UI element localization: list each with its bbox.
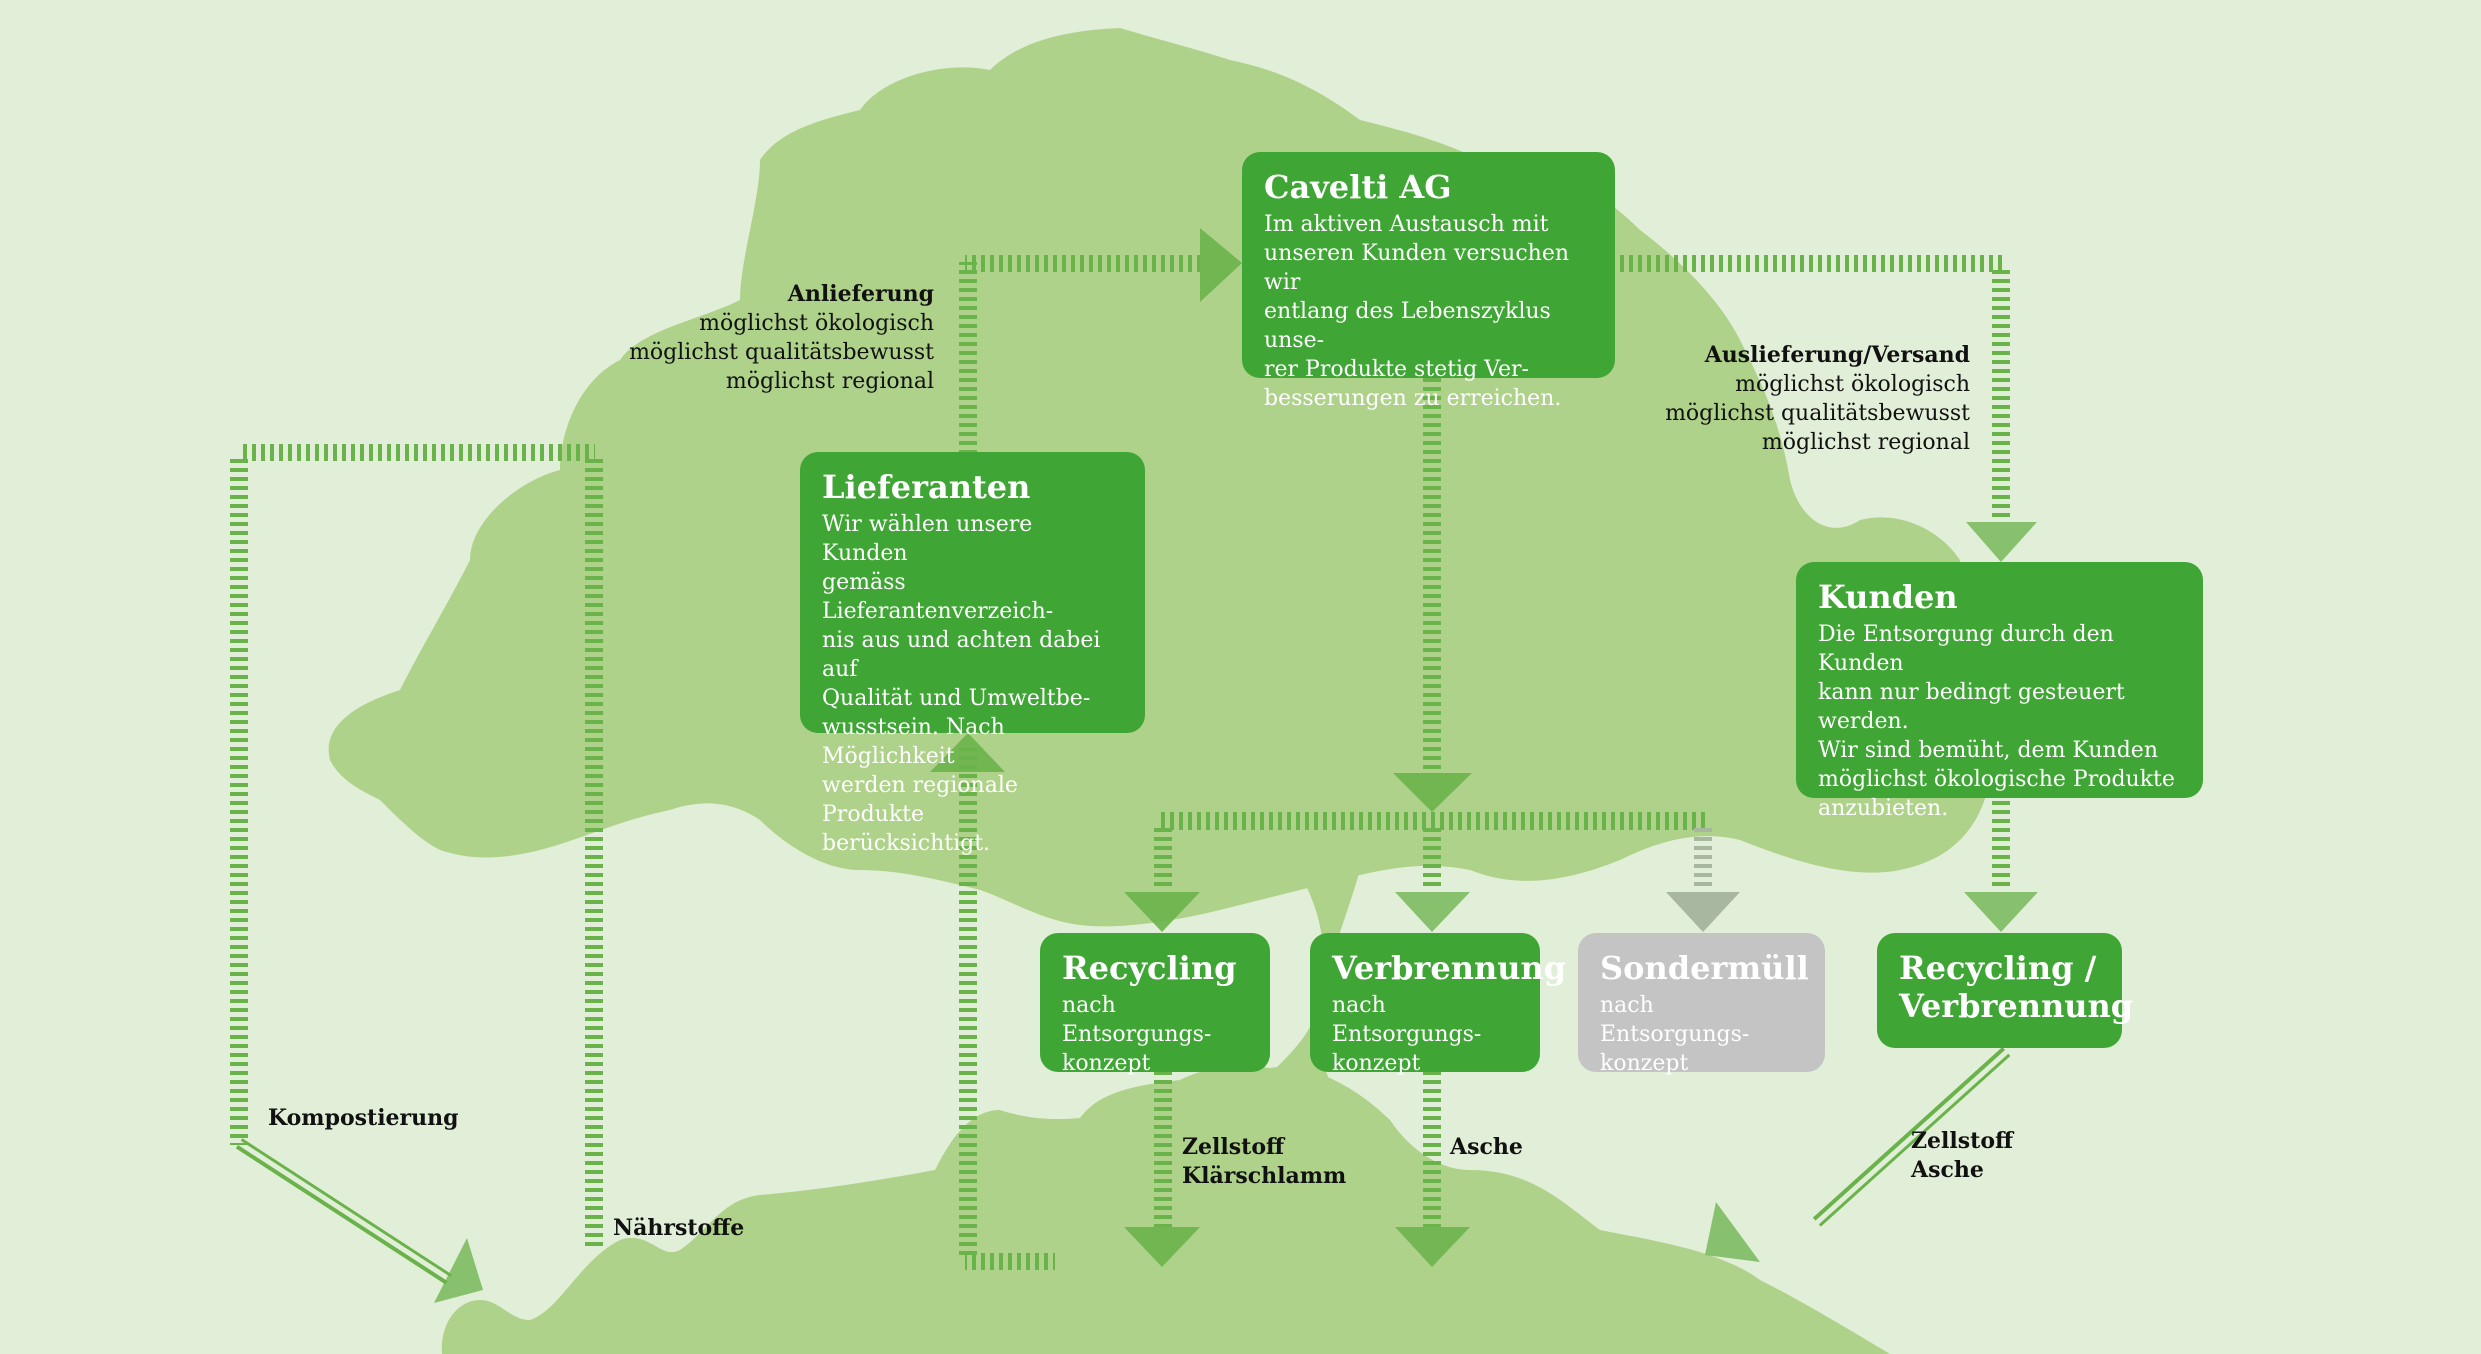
label-anlieferung: Anlieferung möglichst ökologisch möglich…	[629, 281, 934, 394]
box-verbrennung-text: nach Entsorgungs- konzept	[1332, 993, 1482, 1076]
box-recycling: Recycling nach Entsorgungs- konzept	[1040, 933, 1270, 1076]
arrow-down-verbrennung-icon	[1395, 892, 1470, 932]
flow-naehrstoffe-up-line	[959, 748, 977, 1260]
flow-kunden-down	[1992, 798, 2010, 890]
box-lieferanten-title: Lieferanten	[822, 468, 1031, 506]
box-cavelti-title: Cavelti AG	[1264, 168, 1452, 206]
box-lieferanten-text: Wir wählen unsere Kunden gemäss Lieferan…	[822, 512, 1101, 856]
label-kompostierung: Kompostierung	[268, 1105, 459, 1131]
label-verbrennung-output: Asche	[1450, 1134, 1523, 1160]
flow-naehrstoffe-right	[585, 455, 603, 1250]
arrow-diagonal-kunden-ground-icon	[1705, 1202, 1760, 1262]
label-anlieferung-heading: Anlieferung	[787, 281, 934, 307]
label-kunden-output: Zellstoff Asche	[1911, 1128, 2014, 1183]
arrow-up-to-lieferanten-icon	[930, 733, 1005, 772]
arrow-down-sondermuell-icon	[1666, 892, 1740, 932]
label-auslieferung-heading: Auslieferung/Versand	[1704, 342, 1970, 368]
flow-kompost-top	[240, 444, 595, 461]
box-verbrennung-title: Verbrennung	[1332, 949, 1567, 987]
flow-to-sondermuell	[1694, 828, 1712, 890]
flow-branch-horizontal	[1160, 812, 1705, 830]
box-recycling-text: nach Entsorgungs- konzept	[1062, 993, 1212, 1076]
flow-auslieferung-vertical	[1992, 266, 2010, 520]
flow-recycling-to-ground	[1154, 1072, 1172, 1227]
flow-kompost-diagonal	[233, 1138, 453, 1288]
box-cavelti: Cavelti AG Im aktiven Austausch mit unse…	[1242, 152, 1615, 411]
arrow-down-recycling-icon	[1124, 892, 1200, 932]
box-recycling-verbrennung-title: Recycling / Verbrennung	[1899, 949, 2134, 1025]
box-recycling-verbrennung: Recycling / Verbrennung	[1877, 933, 2134, 1048]
box-sondermuell-title: Sondermüll	[1600, 949, 1809, 987]
box-kunden-title: Kunden	[1818, 578, 1958, 616]
arrow-down-to-kunden-icon	[1966, 522, 2037, 562]
label-auslieferung: Auslieferung/Versand möglichst ökologisc…	[1665, 342, 1970, 455]
box-sondermuell-text: nach Entsorgungs- konzept	[1600, 993, 1750, 1076]
arrow-diagonal-kompost-icon	[434, 1238, 483, 1303]
label-recycling-output: Zellstoff Klärschlamm	[1182, 1134, 1347, 1189]
flow-verbrennung-to-ground	[1423, 1072, 1441, 1227]
flow-ground-stub	[965, 1253, 1055, 1270]
box-recycling-title: Recycling	[1062, 949, 1237, 987]
box-kunden: Kunden Die Entsorgung durch den Kunden k…	[1796, 562, 2203, 821]
flow-arrows	[230, 228, 2038, 1303]
box-cavelti-text: Im aktiven Austausch mit unseren Kunden …	[1264, 212, 1570, 411]
flow-kompost-left	[230, 455, 248, 1145]
arrow-down-recycling-ground-icon	[1124, 1227, 1200, 1267]
flow-to-verbrennung	[1423, 828, 1441, 890]
flow-kunden-diagonal	[1810, 1044, 2011, 1227]
flow-cavelti-down	[1423, 378, 1441, 773]
box-sondermuell: Sondermüll nach Entsorgungs- konzept	[1578, 933, 1825, 1076]
arrow-down-recycling-verbrennung-icon	[1964, 892, 2038, 932]
flow-auslieferung-horizontal	[1615, 255, 2005, 272]
flow-to-recycling	[1154, 828, 1172, 890]
arrow-down-branch-icon	[1393, 773, 1472, 812]
box-lieferanten: Lieferanten Wir wählen unsere Kunden gem…	[800, 452, 1145, 856]
box-kunden-text: Die Entsorgung durch den Kunden kann nur…	[1818, 622, 2175, 821]
label-naehrstoffe: Nährstoffe	[613, 1215, 745, 1241]
arrow-right-to-cavelti-icon	[1200, 228, 1242, 302]
box-verbrennung: Verbrennung nach Entsorgungs- konzept	[1310, 933, 1567, 1076]
flow-anlieferung-vertical	[959, 262, 977, 452]
arrow-down-verbrennung-ground-icon	[1395, 1227, 1470, 1267]
tree-crown	[328, 28, 1994, 927]
flow-anlieferung-horizontal	[965, 255, 1200, 272]
